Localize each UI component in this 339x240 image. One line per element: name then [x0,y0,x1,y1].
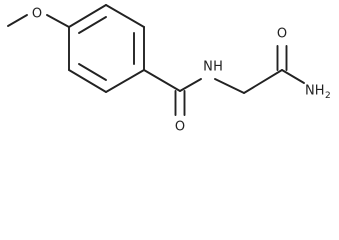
amine-subscript-label: 2 [325,91,331,101]
ring-bond-top-right [105,4,145,28]
bond-oxygen-ring [46,14,70,28]
bond-carbonyl-nitrogen [179,78,202,92]
ring-inner-bond-1 [78,16,107,34]
chemical-structure: O N H O O NH 2 [7,4,331,135]
bond-methyl-oxygen [7,14,28,27]
ring-bond-bottom-left [68,69,107,93]
bond-methylene-carbonyl [243,69,283,94]
bond-nitrogen-methylene [214,78,245,94]
carbonyl-oxygen-1-label: O [175,120,185,135]
amide-nitrogen-label: N [203,60,213,75]
atom-labels: O N H O O NH 2 [32,7,331,135]
carbonyl-oxygen-2-label: O [277,27,287,42]
amide-hydrogen-label: H [213,60,223,75]
ring-inner-bond-3 [78,63,107,81]
methoxy-oxygen-label: O [32,7,42,22]
bond-carbonyl-amine [281,69,305,84]
amine-group-label: NH [305,84,325,99]
ring-bond-bottom-right [105,69,145,93]
bonds [7,4,305,116]
bond-ring-carbonyl [143,69,181,92]
ring-bond-top-left [68,4,107,28]
